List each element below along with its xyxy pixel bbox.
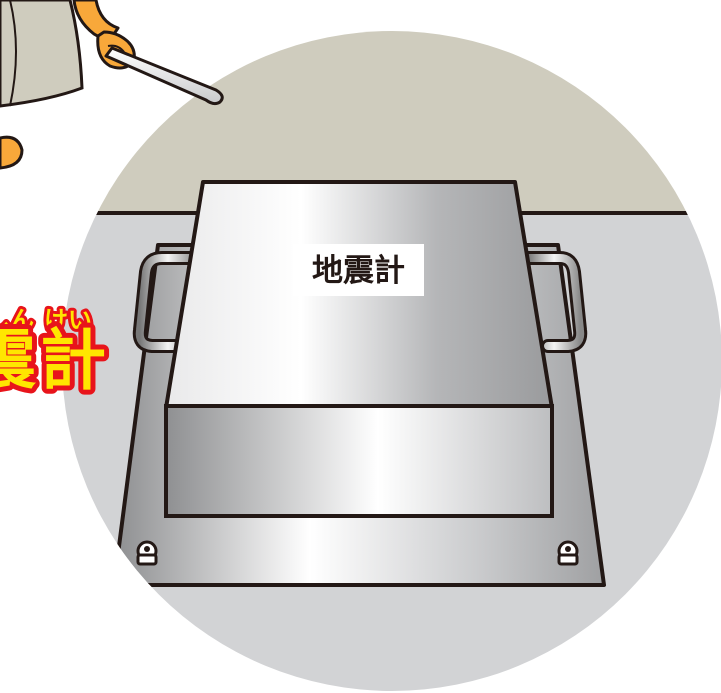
label-plate-text: 地震計 (312, 253, 405, 289)
title-label: しん けい 震計 (0, 303, 111, 404)
presenter-hand-left (0, 135, 24, 170)
label-plate (293, 244, 424, 296)
title-main: 震計 (0, 322, 110, 399)
title-ruby-right: けい (44, 306, 92, 334)
seismometer-front (164, 404, 554, 518)
pointer-stick-icon (104, 46, 224, 106)
bolt-icon (136, 540, 158, 566)
presenter-character (0, 0, 136, 170)
title-ruby-left: しん (0, 306, 34, 334)
presenter-coat (0, 0, 84, 108)
bolt-icon (557, 540, 579, 566)
